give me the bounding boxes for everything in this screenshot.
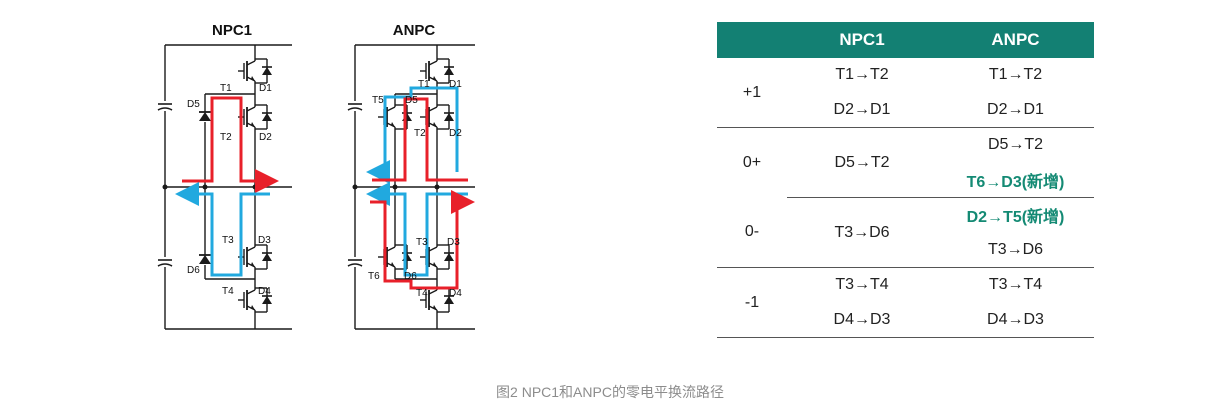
anpc-red-path-bottom xyxy=(370,190,475,290)
anpc-d2-label: D2 xyxy=(449,128,462,139)
npc1-d3-label: D3 xyxy=(258,235,271,246)
anpc-t6-label: T6 xyxy=(368,271,380,282)
table-row: -1 T3→T4 T3→T4 xyxy=(717,267,1094,338)
npc1-d4-label: D4 xyxy=(258,286,271,297)
anpc-t5-label: T5 xyxy=(372,95,384,106)
anpc-red-path-top xyxy=(372,97,468,182)
anpc-cell: D5→T2 xyxy=(937,127,1094,163)
npc-cell: D4→D3 xyxy=(787,302,937,338)
anpc-components xyxy=(347,54,455,317)
state-plus1: +1 xyxy=(742,83,762,101)
anpc-title: ANPC xyxy=(393,22,436,39)
npc-cell: D2→D1 xyxy=(833,100,891,118)
circuit-diagrams: NPC1 ANPC D5 D xyxy=(157,22,475,330)
anpc-cell: D2→D1 xyxy=(987,100,1044,118)
anpc-d3-label: D3 xyxy=(447,237,460,248)
anpc-t1-label: T1 xyxy=(418,79,430,90)
anpc-blue-path-bottom xyxy=(366,182,468,277)
anpc-cell: T3→D6 xyxy=(987,240,1044,258)
table-row: T3→D6 xyxy=(717,233,1094,268)
npc1-t1-label: T1 xyxy=(220,83,232,94)
npc1-d1-label: D1 xyxy=(259,83,272,94)
anpc-d5-label: D5 xyxy=(405,95,418,106)
table-row: 0+ D5→T2 D5→T2 xyxy=(717,127,1094,198)
anpc-d4-label: D4 xyxy=(449,288,462,299)
npc1-d5-label: D5 xyxy=(187,99,200,110)
npc1-t4-label: T4 xyxy=(222,286,234,297)
header-anpc: ANPC xyxy=(937,22,1094,58)
table-row: T6→D3(新增) xyxy=(717,163,1094,198)
anpc-cell: T1→T2 xyxy=(988,66,1043,84)
npc1-t2-label: T2 xyxy=(220,132,232,143)
anpc-cell: T3→T4 xyxy=(937,267,1094,303)
npc-cell: T3→D6 xyxy=(787,197,937,268)
anpc-t4-label: T4 xyxy=(416,288,428,299)
npc1-title: NPC1 xyxy=(212,22,252,39)
header-npc1: NPC1 xyxy=(787,22,937,58)
npc-cell: D5→T2 xyxy=(787,127,937,198)
header-state xyxy=(717,22,787,58)
table-header-row: NPC1 ANPC xyxy=(717,22,1094,58)
table-row: 0- T3→D6 D2→T5(新增) xyxy=(717,197,1094,268)
anpc-cell: D4→D3 xyxy=(937,302,1094,338)
npc1-red-path xyxy=(182,96,279,193)
npc1-d6-label: D6 xyxy=(187,265,200,276)
anpc-cell-new: T6→D3(新增) xyxy=(966,173,1065,191)
figure-caption: 图2 NPC1和ANPC的零电平换流路径 xyxy=(496,384,724,400)
state-minus1: -1 xyxy=(717,267,787,338)
anpc-t3-label: T3 xyxy=(416,237,428,248)
anpc-d6-label: D6 xyxy=(404,271,417,282)
npc-anpc-circuits: NPC1 ANPC D5 D xyxy=(157,22,475,330)
npc-cell: T1→T2 xyxy=(835,66,889,84)
anpc-d1-label: D1 xyxy=(449,79,462,90)
table-row: +1 T1→T2 T1→T2 xyxy=(717,58,1094,100)
table-row: D4→D3 D4→D3 xyxy=(717,302,1094,338)
anpc-cell-new: D2→T5(新增) xyxy=(937,197,1094,233)
anpc-blue-path-top xyxy=(366,86,459,184)
table-row: D2→D1 D2→D1 xyxy=(717,93,1094,128)
npc1-d2-label: D2 xyxy=(259,132,272,143)
npc1-blue-path xyxy=(175,182,270,277)
state-zero-minus: 0- xyxy=(744,223,760,241)
anpc-t2-label: T2 xyxy=(414,128,426,139)
npc-cell: T3→T4 xyxy=(787,267,937,303)
state-zero-plus: 0+ xyxy=(717,127,787,198)
npc1-t3-label: T3 xyxy=(222,235,234,246)
commutation-table: NPC1 ANPC +1 T1→T2 T1→T2 D2→D1 D2→D1 0+ … xyxy=(717,22,1094,338)
